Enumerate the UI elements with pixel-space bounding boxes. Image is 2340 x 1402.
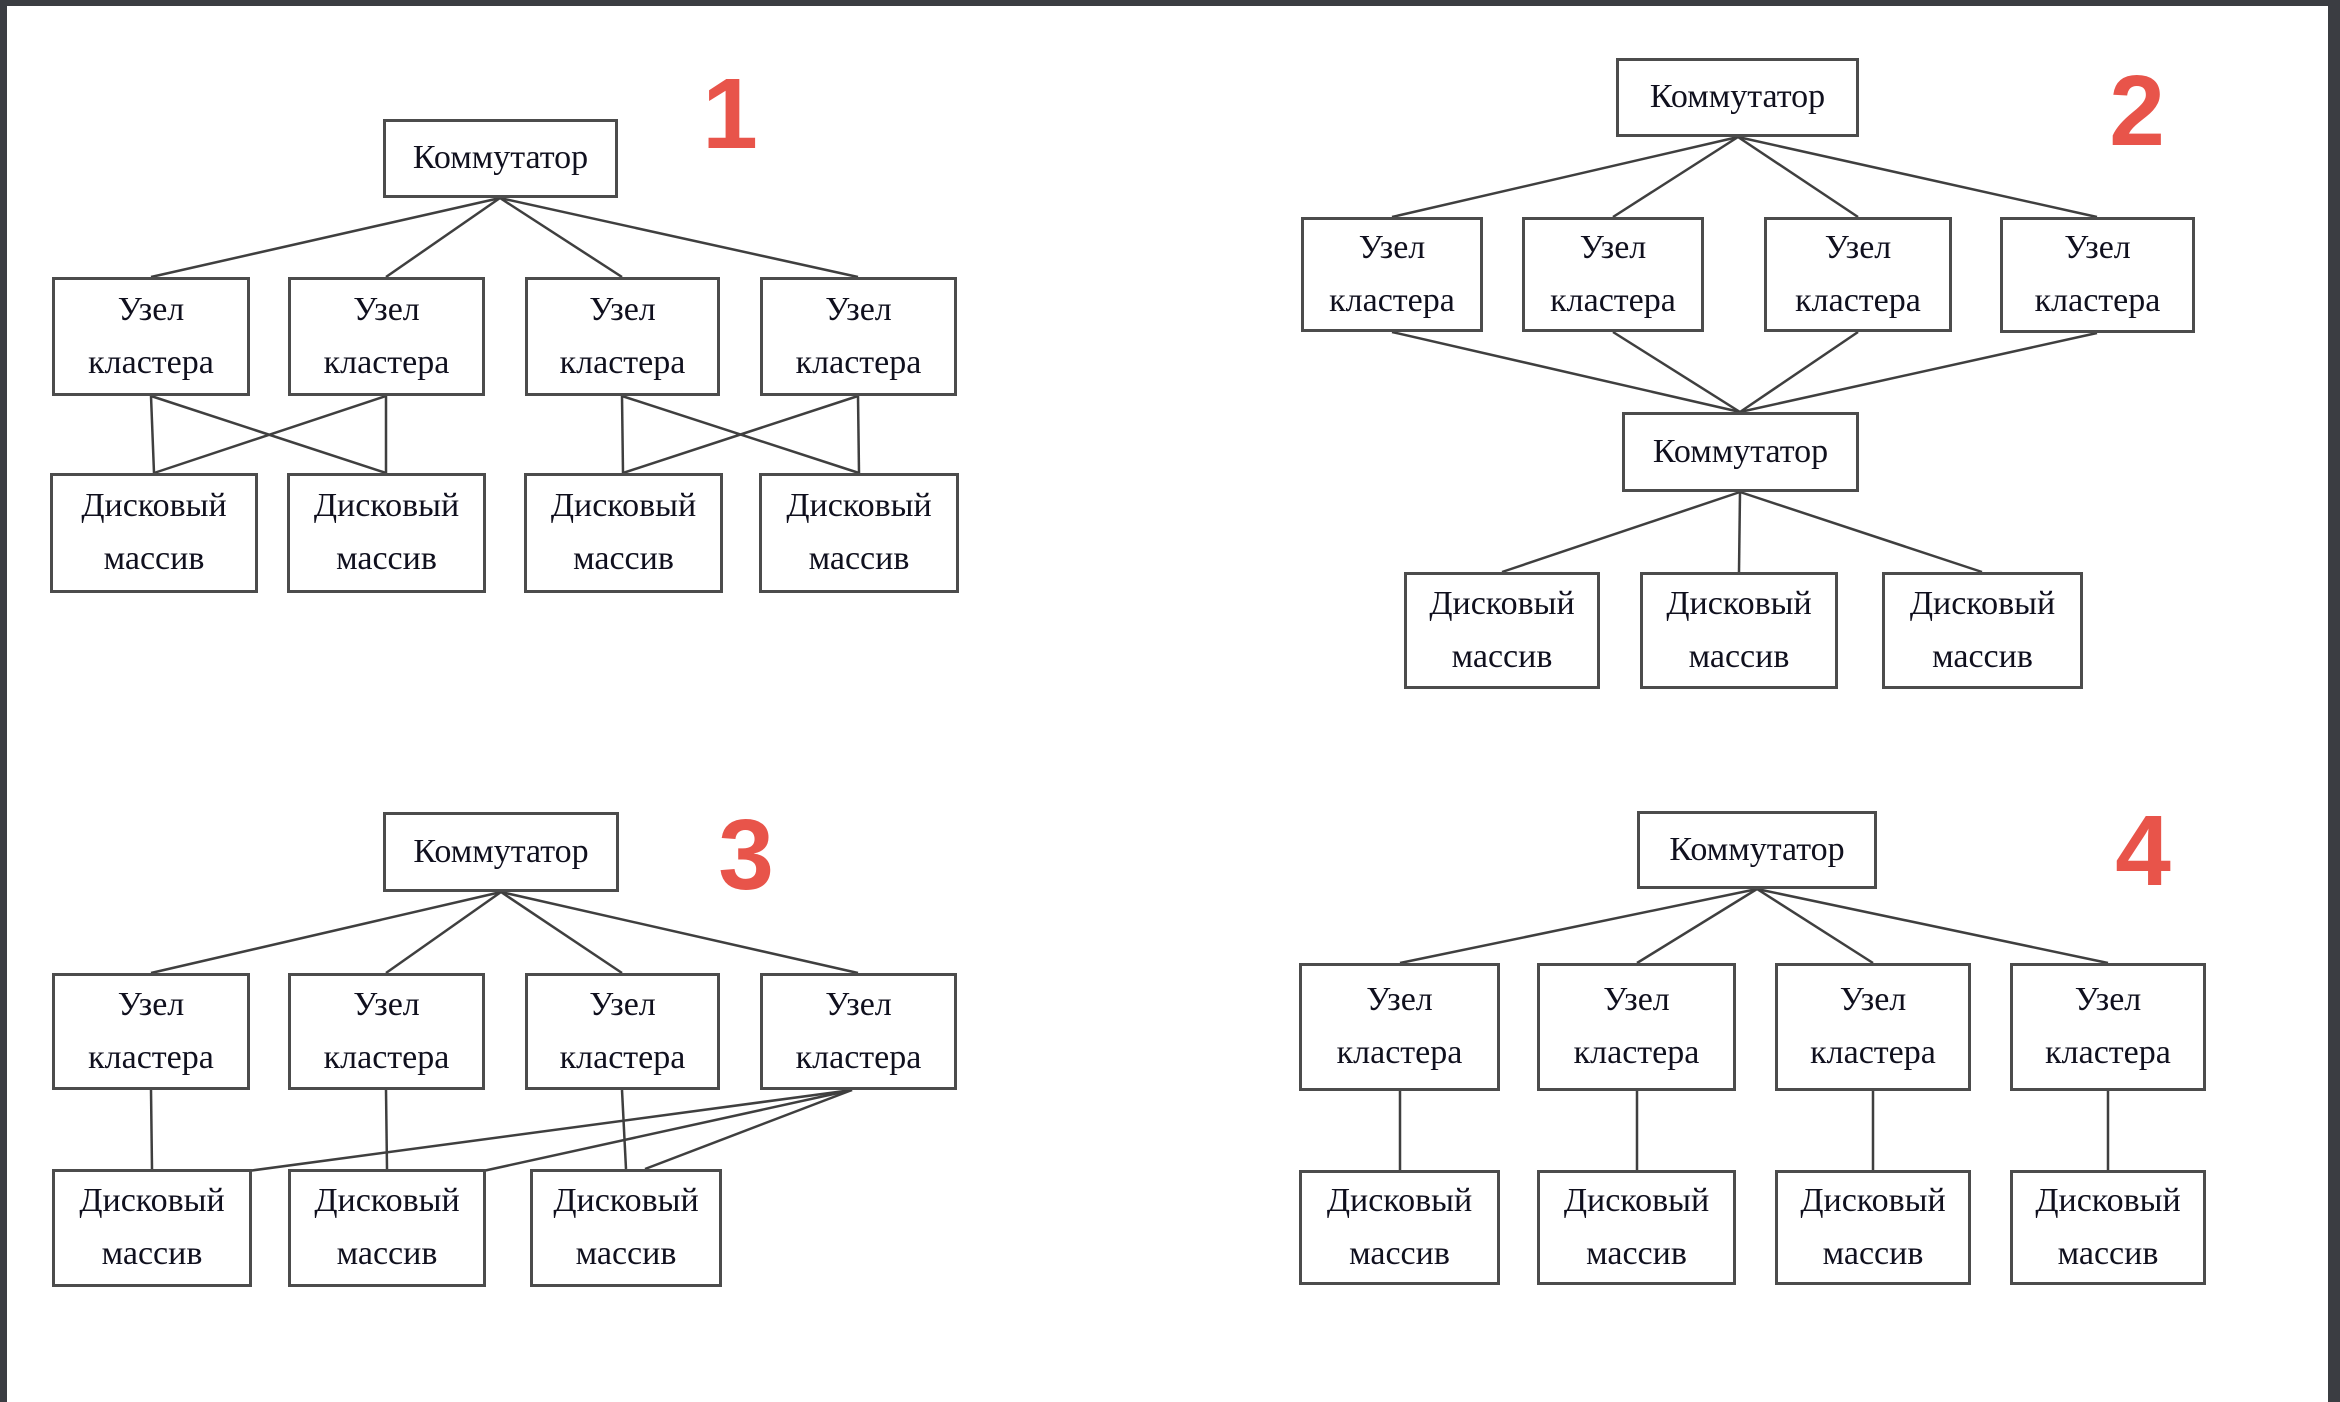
cluster-node-label: Узел кластера <box>88 290 214 381</box>
disk-array-label: Дисковый массив <box>313 487 460 577</box>
diagram-number: 4 <box>2115 795 2171 907</box>
disk-array-label: Дисковый массив <box>79 1182 225 1272</box>
disk-array-label: Дисковый массив <box>1326 1181 1473 1272</box>
switch-box: Коммутатор <box>1637 811 1877 889</box>
cluster-node-box: Узел кластера <box>1301 217 1483 332</box>
cluster-node-box: Узел кластера <box>525 277 720 396</box>
disk-array-label: Дисковый массив <box>553 1182 699 1272</box>
disk-array-label: Дисковый массив <box>1563 1181 1710 1272</box>
cluster-node-label: Узел кластера <box>2034 229 2161 319</box>
cluster-node-box: Узел кластера <box>760 277 957 396</box>
disk-array-label: Дисковый массив <box>786 487 932 577</box>
switch-label: Коммутатор <box>1669 830 1845 868</box>
page-frame-right <box>2328 0 2340 1402</box>
disk-array-box: Дисковый массив <box>524 473 723 593</box>
switch-box: Коммутатор <box>1616 58 1859 137</box>
cluster-node-box: Узел кластера <box>2000 217 2195 333</box>
cluster-node-box: Узел кластера <box>1775 963 1971 1091</box>
cluster-node-label: Узел кластера <box>1573 981 1700 1071</box>
disk-array-label: Дисковый массив <box>314 1182 460 1272</box>
cluster-node-box: Узел кластера <box>1764 217 1952 332</box>
disk-array-box: Дисковый массив <box>1537 1170 1736 1285</box>
cluster-node-label: Узел кластера <box>1336 981 1463 1071</box>
cluster-node-box: Узел кластера <box>1522 217 1704 332</box>
disk-array-box: Дисковый массив <box>2010 1170 2206 1285</box>
disk-array-box: Дисковый массив <box>759 473 959 593</box>
switch-box: Коммутатор <box>1622 412 1859 492</box>
disk-array-box: Дисковый массив <box>1640 572 1838 689</box>
disk-array-label: Дисковый массив <box>550 487 697 577</box>
disk-array-label: Дисковый массив <box>1666 584 1812 675</box>
cluster-node-box: Узел кластера <box>288 973 485 1090</box>
disk-array-label: Дисковый массив <box>2035 1181 2181 1272</box>
cluster-node-box: Узел кластера <box>52 277 250 396</box>
cluster-node-label: Узел кластера <box>1329 228 1455 319</box>
cluster-node-label: Узел кластера <box>323 985 450 1076</box>
disk-array-box: Дисковый массив <box>288 1169 486 1287</box>
cluster-node-box: Узел кластера <box>760 973 957 1090</box>
cluster-node-label: Узел кластера <box>1810 981 1936 1071</box>
cluster-node-box: Узел кластера <box>288 277 485 396</box>
cluster-node-label: Узел кластера <box>2045 981 2171 1071</box>
disk-array-box: Дисковый массив <box>1882 572 2083 689</box>
cluster-node-box: Узел кластера <box>525 973 720 1090</box>
disk-array-label: Дисковый массив <box>1429 584 1575 675</box>
disk-array-label: Дисковый массив <box>1800 1181 1946 1272</box>
cluster-node-box: Узел кластера <box>1299 963 1500 1091</box>
switch-label: Коммутатор <box>1652 432 1829 470</box>
page-frame-top <box>0 0 2340 6</box>
diagram-number: 3 <box>718 799 774 911</box>
cluster-node-box: Узел кластера <box>1537 963 1736 1091</box>
cluster-node-label: Узел кластера <box>88 985 214 1076</box>
switch-label: Коммутатор <box>413 832 589 870</box>
disk-array-box: Дисковый массив <box>52 1169 252 1287</box>
diagram-number: 1 <box>702 58 758 170</box>
cluster-node-label: Узел кластера <box>559 290 686 381</box>
cluster-node-box: Узел кластера <box>52 973 250 1090</box>
diagram-number: 2 <box>2109 55 2165 167</box>
disk-array-box: Дисковый массив <box>1404 572 1600 689</box>
cluster-node-label: Узел кластера <box>323 290 450 381</box>
disk-array-box: Дисковый массив <box>1299 1170 1500 1285</box>
cluster-node-box: Узел кластера <box>2010 963 2206 1091</box>
switch-box: Коммутатор <box>383 812 619 892</box>
switch-label: Коммутатор <box>1649 78 1826 116</box>
disk-array-box: Дисковый массив <box>287 473 486 593</box>
cluster-node-label: Узел кластера <box>559 985 686 1076</box>
switch-label: Коммутатор <box>412 139 589 177</box>
cluster-node-label: Узел кластера <box>1550 228 1676 319</box>
cluster-node-label: Узел кластера <box>795 290 922 381</box>
disk-array-box: Дисковый массив <box>1775 1170 1971 1285</box>
cluster-node-label: Узел кластера <box>1795 228 1921 319</box>
disk-array-label: Дисковый массив <box>81 487 227 577</box>
disk-array-label: Дисковый массив <box>1909 584 2056 675</box>
disk-array-box: Дисковый массив <box>50 473 258 593</box>
disk-array-box: Дисковый массив <box>530 1169 722 1287</box>
switch-box: Коммутатор <box>383 119 618 198</box>
cluster-node-label: Узел кластера <box>795 985 922 1076</box>
page-frame-left <box>0 0 7 1402</box>
